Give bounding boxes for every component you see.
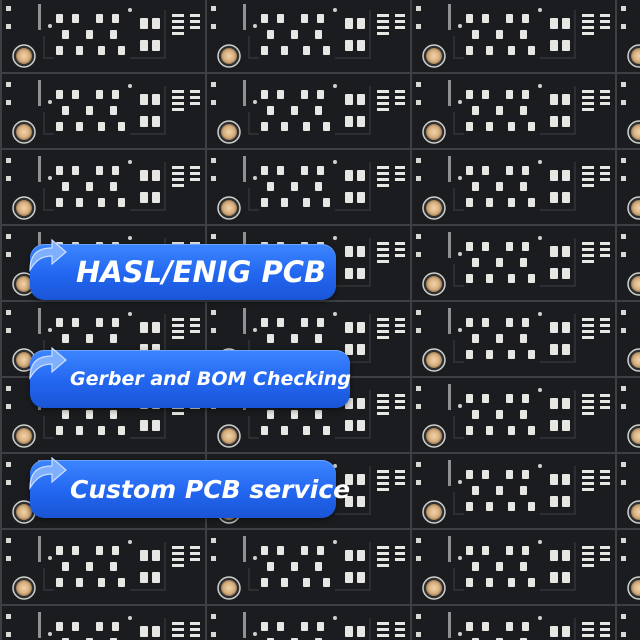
hasl-enig-badge: HASL/ENIG PCB bbox=[29, 238, 336, 300]
badge-label: HASL/ENIG PCB bbox=[76, 255, 327, 289]
badge-label: Custom PCB service bbox=[70, 474, 351, 504]
curved-arrow-icon bbox=[29, 238, 67, 273]
gerber-bom-badge: Gerber and BOM Checking bbox=[29, 346, 351, 408]
curved-arrow-icon bbox=[29, 346, 67, 381]
custom-pcb-badge: Custom PCB service bbox=[29, 456, 350, 518]
badge-label: Gerber and BOM Checking bbox=[70, 368, 351, 390]
curved-arrow-icon bbox=[29, 456, 67, 491]
